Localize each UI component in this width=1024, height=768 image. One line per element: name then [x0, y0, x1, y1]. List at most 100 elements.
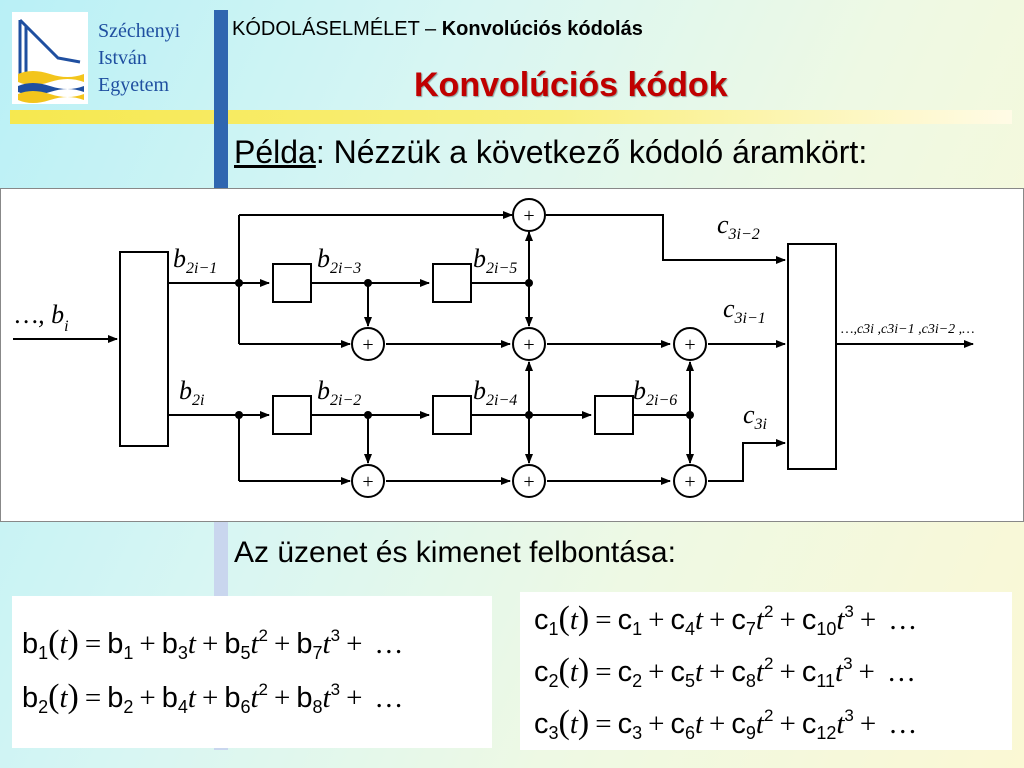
label-b-2i-6: b2i−6 — [633, 376, 677, 409]
eq-variable-t: t — [59, 682, 68, 714]
eq-exponent: 2 — [763, 654, 774, 673]
eq-paren-open: ( — [558, 600, 570, 637]
eq-term-t: t — [755, 656, 764, 688]
eq-plus: + — [274, 628, 291, 660]
example-label: Példa — [234, 134, 316, 170]
eq-equals: = — [595, 604, 612, 636]
eq-coef-sub: 8 — [312, 697, 323, 717]
eq-term-t: t — [836, 604, 845, 636]
eq-paren-open: ( — [558, 704, 570, 741]
adder-bot-1 — [351, 464, 385, 498]
eq-paren-close: ) — [577, 600, 590, 637]
label-b-2i-2: b2i−2 — [317, 376, 361, 409]
eq-coef: c — [670, 604, 685, 636]
eq-plus: + — [274, 682, 291, 714]
eq-exponent: 2 — [258, 680, 269, 699]
delay-register-u1 — [272, 263, 312, 303]
encoder-circuit-diagram: + + + + + + + …, bi b2i−1 b2i−3 b2i−5 b2… — [0, 188, 1024, 522]
decomposition-title: Az üzenet és kimenet felbontása: — [234, 536, 676, 569]
eq-plus: + — [648, 708, 665, 740]
adder-mid-2-sign: + — [523, 334, 534, 356]
eq-coef-sub: 1 — [123, 643, 134, 663]
equation-b2: b2(t)=b2+b4t+b6t2+b8t3+… — [22, 678, 409, 718]
eq-plus: + — [779, 708, 796, 740]
eq-coef: b — [161, 628, 178, 660]
eq-lhs-var: c — [534, 604, 549, 636]
adder-top — [512, 198, 546, 232]
eq-plus: + — [859, 604, 877, 636]
eq-exponent: 3 — [844, 602, 854, 621]
delay-register-u2 — [432, 263, 472, 303]
eq-plus: + — [346, 682, 363, 714]
eq-plus: + — [858, 656, 875, 688]
eq-term-t: t — [250, 682, 259, 714]
label-b-2i-1: b2i−1 — [173, 244, 217, 277]
eq-coef: b — [296, 682, 313, 714]
adder-mid-3 — [673, 327, 707, 361]
output-sequence-label: …,c3i ,c3i−1 ,c3i−2 ,… — [841, 322, 975, 337]
eq-coef: b — [107, 628, 124, 660]
eq-plus: + — [201, 682, 219, 714]
eq-coef: c — [801, 708, 817, 740]
eq-coef: b — [296, 628, 313, 660]
eq-term-t: t — [187, 682, 196, 714]
eq-paren-close: ) — [577, 704, 590, 741]
eq-coef-sub: 2 — [123, 697, 134, 717]
eq-coef-sub: 4 — [684, 619, 695, 639]
adder-mid-1 — [351, 327, 385, 361]
label-b-2i: b2i — [179, 376, 204, 409]
delay-register-l2 — [432, 395, 472, 435]
eq-variable-t: t — [569, 604, 578, 636]
eq-paren-close: ) — [67, 678, 79, 715]
eq-lhs-sub: 1 — [38, 643, 49, 663]
eq-coef-sub: 6 — [240, 697, 251, 717]
message-equations-box: b1(t)=b1+b3t+b5t2+b7t3+… b2(t)=b2+b4t+b6… — [12, 596, 492, 748]
output-equations-box: c1(t)=c1+c4t+c7t2+c10t3+… c2(t)=c2+c5t+c… — [520, 592, 1012, 750]
eq-coef: c — [731, 604, 746, 636]
eq-plus: + — [709, 708, 726, 740]
eq-paren-open: ( — [558, 652, 570, 689]
eq-term-t: t — [250, 628, 259, 660]
eq-lhs-var: b — [22, 628, 39, 660]
example-text: : Nézzük a következő kódoló áramkört: — [315, 134, 868, 170]
eq-lhs-sub: 3 — [548, 723, 559, 743]
eq-term-t: t — [836, 708, 845, 740]
university-name: Széchenyi István Egyetem — [98, 18, 180, 99]
eq-variable-t: t — [569, 708, 578, 740]
university-name-line1: Széchenyi — [98, 20, 181, 42]
eq-coef-sub: 10 — [816, 619, 837, 639]
header-subject: KÓDOLÁSELMÉLET – — [232, 18, 442, 40]
eq-coef-sub: 3 — [632, 723, 643, 743]
eq-paren-close: ) — [67, 624, 79, 661]
adder-bot-3 — [673, 464, 707, 498]
eq-equals: = — [595, 708, 612, 740]
label-b-2i-5: b2i−5 — [473, 244, 517, 277]
adder-top-sign: + — [523, 205, 534, 227]
eq-paren-open: ( — [48, 678, 60, 715]
eq-coef: c — [617, 604, 633, 636]
eq-term-t: t — [755, 708, 764, 740]
eq-coef-sub: 2 — [632, 671, 643, 691]
eq-coef: c — [801, 656, 817, 688]
eq-variable-t: t — [59, 628, 68, 660]
header-topic: Konvolúciós kódolás — [441, 18, 643, 40]
university-logo — [12, 12, 88, 104]
equation-c2: c2(t)=c2+c5t+c8t2+c11t3+… — [534, 652, 922, 692]
eq-variable-t: t — [569, 656, 578, 688]
eq-ellipsis: … — [888, 604, 918, 636]
eq-term-t: t — [694, 604, 704, 636]
eq-equals: = — [84, 628, 102, 660]
eq-paren-open: ( — [48, 624, 60, 661]
eq-plus: + — [346, 628, 363, 660]
eq-plus: + — [201, 628, 219, 660]
eq-plus: + — [139, 628, 156, 660]
eq-coef-sub: 7 — [312, 643, 323, 663]
eq-exponent: 2 — [258, 626, 269, 645]
eq-ellipsis: … — [888, 708, 918, 740]
eq-coef: c — [617, 656, 633, 688]
eq-coef-sub: 12 — [816, 723, 837, 743]
input-label: …, bi — [15, 300, 69, 335]
eq-exponent: 3 — [330, 680, 341, 699]
eq-term-t: t — [322, 682, 331, 714]
eq-exponent: 3 — [844, 706, 854, 725]
